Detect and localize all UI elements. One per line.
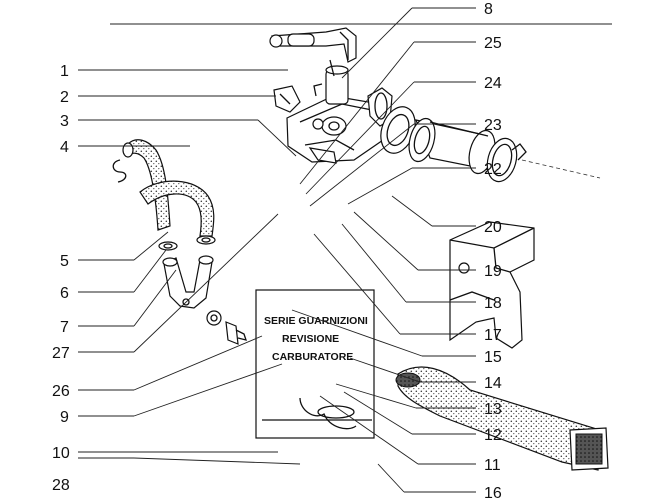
callout-4: 4 [60, 139, 69, 156]
throttle-lever [269, 27, 357, 77]
choke-lever [273, 85, 301, 113]
intake-duct [395, 366, 609, 471]
callout-15: 15 [484, 349, 502, 366]
callout-11: 11 [484, 457, 501, 474]
kit-label-line3: CARBURATORE [272, 351, 353, 363]
callout-17: 17 [484, 327, 502, 344]
spring-clip [112, 159, 127, 183]
callout-18: 18 [484, 295, 502, 312]
callout-20: 20 [484, 219, 502, 236]
callout-7: 7 [60, 319, 69, 336]
callout-14: 14 [484, 375, 502, 392]
callout-13: 13 [484, 401, 502, 418]
callout-5: 5 [60, 253, 69, 270]
gasket-kit-bag [255, 289, 375, 439]
callout-19: 19 [484, 263, 502, 280]
callout-8: 8 [484, 1, 493, 18]
hose-clips [158, 235, 216, 251]
callout-22: 22 [484, 161, 502, 178]
callout-24: 24 [484, 75, 502, 92]
callout-1: 1 [60, 63, 69, 80]
callout-28: 28 [52, 477, 70, 494]
fuel-hose-lower [139, 180, 215, 237]
callout-12: 12 [484, 427, 502, 444]
kit-label-line1: SERIE GUARNIZIONI [264, 315, 368, 327]
callout-3: 3 [60, 113, 69, 130]
callout-2: 2 [60, 89, 69, 106]
callout-10: 10 [52, 445, 70, 462]
axis-line [521, 159, 601, 179]
leader-lines [78, 7, 476, 493]
air-box-cover [449, 221, 535, 349]
hose-clamp [486, 137, 527, 183]
callout-23: 23 [484, 117, 502, 134]
callout-6: 6 [60, 285, 69, 302]
fuel-hose-upper [122, 139, 171, 231]
callout-16: 16 [484, 485, 502, 502]
callout-25: 25 [484, 35, 502, 52]
callout-9: 9 [60, 409, 69, 426]
callout-27: 27 [52, 345, 70, 362]
callout-26: 26 [52, 383, 70, 400]
carburetor [286, 65, 393, 164]
washer-bolt [206, 310, 247, 345]
kit-label-line2: REVISIONE [282, 333, 339, 345]
